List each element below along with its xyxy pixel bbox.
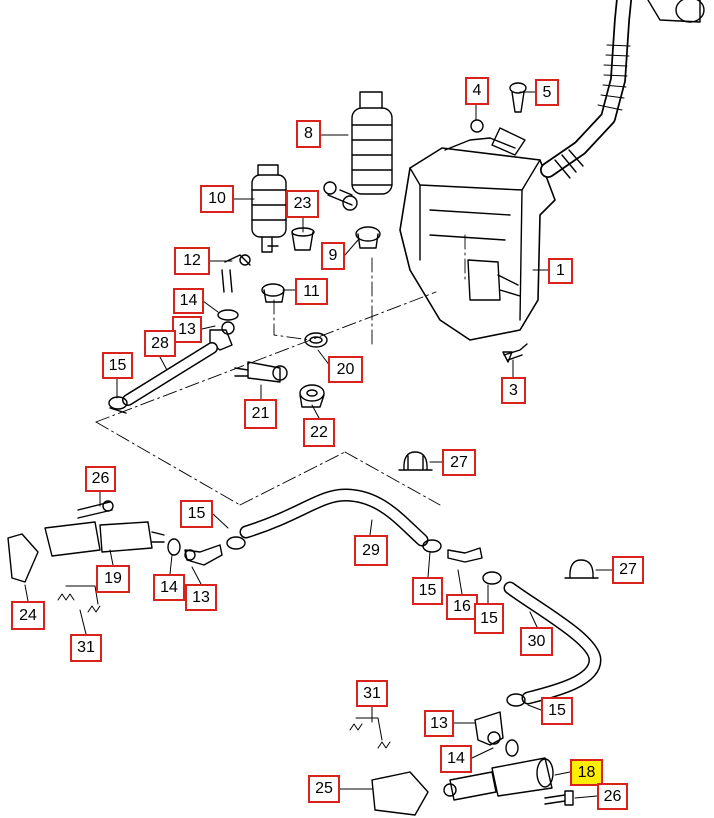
callout-26a[interactable]: 26 [85,466,116,492]
nozzle-18 [443,757,554,801]
callout-14a[interactable]: 14 [173,288,204,314]
callout-14c[interactable]: 14 [440,745,472,773]
nut-4 [470,119,484,133]
clamp-27a [398,451,433,471]
callout-29[interactable]: 29 [354,535,388,566]
o-ring-14c [505,739,519,757]
elbow-12 [221,254,251,293]
callout-27a[interactable]: 27 [442,449,476,476]
grommet-22 [299,384,325,408]
grommet-9 [355,226,381,249]
hose-28 [122,342,218,406]
callout-12[interactable]: 12 [174,247,210,275]
construction-lines [95,234,466,506]
cover-cap-24 [7,533,39,583]
spring-31a [57,585,101,613]
callout-21[interactable]: 21 [244,399,277,429]
callout-28[interactable]: 28 [144,330,176,357]
washer-pump-8 [323,91,393,211]
callout-30[interactable]: 30 [520,627,553,656]
callout-25[interactable]: 25 [308,775,340,803]
cap-23 [291,227,315,251]
callout-23[interactable]: 23 [286,190,319,218]
callout-14b[interactable]: 14 [153,574,185,601]
callout-11[interactable]: 11 [295,278,328,305]
elbow-13a [209,321,235,351]
callout-16[interactable]: 16 [446,594,478,620]
hose-29 [239,488,429,547]
callout-13b[interactable]: 13 [185,584,217,611]
filler-neck-hose [540,0,705,179]
callout-15d[interactable]: 15 [474,603,504,634]
callout-8[interactable]: 8 [296,120,321,148]
callout-10[interactable]: 10 [200,185,234,213]
clip-15e [506,693,526,707]
callout-13c[interactable]: 13 [424,710,454,737]
grommet-11 [261,283,285,303]
spring-31b [349,717,391,749]
callout-13a[interactable]: 13 [172,316,202,343]
seal-20 [304,332,328,348]
washer-pump-10 [251,164,287,253]
o-ring-14a [217,309,239,321]
cover-cap-25 [371,771,429,816]
callout-24[interactable]: 24 [11,601,45,630]
callout-9[interactable]: 9 [321,242,345,270]
callout-27b[interactable]: 27 [612,556,644,584]
callout-1[interactable]: 1 [548,258,573,284]
clip-15d [482,571,502,585]
bolt-3 [502,343,528,363]
callout-18-highlighted[interactable]: 18 [570,759,603,786]
callout-3[interactable]: 3 [501,377,526,404]
clamp-27b [564,559,599,579]
nozzle-19 [44,500,165,557]
callout-5[interactable]: 5 [535,79,559,106]
level-sensor-21 [234,361,288,383]
washer-reservoir [399,127,556,341]
clip-15a [108,396,128,414]
elbow-13b [184,544,223,566]
callout-15c[interactable]: 15 [412,577,443,605]
callout-20[interactable]: 20 [328,356,363,383]
callout-26b[interactable]: 26 [597,783,628,810]
callout-22[interactable]: 22 [303,418,335,447]
callout-15b[interactable]: 15 [180,500,213,528]
clip-15c [422,539,442,553]
bolt-26b [544,790,574,806]
callout-31b[interactable]: 31 [356,680,388,707]
callout-15e[interactable]: 15 [541,697,573,725]
callout-4[interactable]: 4 [465,77,489,105]
callout-15a[interactable]: 15 [102,352,133,379]
callout-31a[interactable]: 31 [70,634,102,662]
leader-lines [24,91,613,799]
clip-15b [226,536,246,550]
connector-16 [447,547,483,563]
callout-19[interactable]: 19 [96,565,130,593]
bolt-5 [509,82,527,113]
o-ring-14b [167,538,181,556]
elbow-13c [474,711,504,746]
hose-30 [503,581,602,705]
